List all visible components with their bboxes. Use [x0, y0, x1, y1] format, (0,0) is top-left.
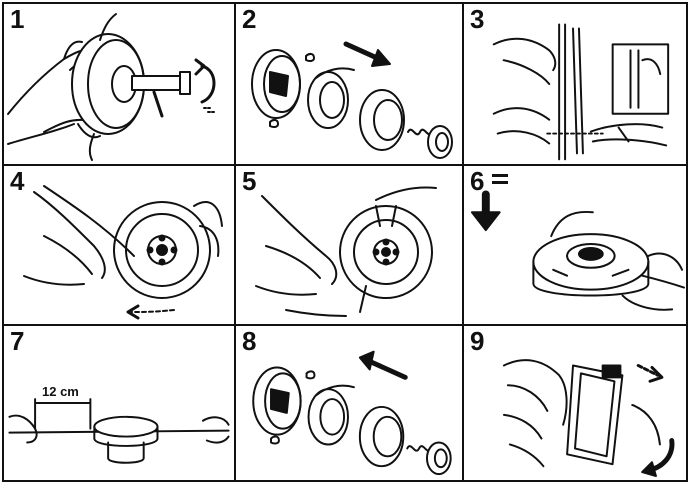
- step-number: 7: [10, 326, 25, 356]
- illustration-measure-line: [8, 398, 230, 464]
- illustration-cut-line: [492, 23, 670, 161]
- step-number: 8: [242, 326, 257, 356]
- step-number: 6: [470, 166, 485, 196]
- illustration-mount-head: [470, 190, 686, 311]
- illustration-exploded-spool: [251, 41, 453, 159]
- step-panel-1: 1: [4, 4, 236, 166]
- step-number: 2: [242, 4, 257, 34]
- step-number: 1: [10, 4, 25, 34]
- illustration-reassemble: [252, 350, 452, 476]
- step-panel-3: 3: [464, 4, 686, 166]
- step-panel-6: 6: [464, 166, 686, 326]
- measurement-label: 12 cm: [42, 384, 79, 399]
- step-panel-7: 7 12 cm: [4, 326, 236, 480]
- step-number: 4: [10, 166, 25, 196]
- step-panel-4: 4: [4, 166, 236, 326]
- step-panel-2: 2: [236, 4, 464, 166]
- step-panel-5: 5: [236, 166, 464, 326]
- step-number: 9: [470, 326, 485, 356]
- step-panel-8: 8: [236, 326, 464, 480]
- illustration-insert-line: [255, 186, 437, 317]
- equals-icon: [492, 174, 508, 186]
- step-panel-9: 9: [464, 326, 686, 480]
- illustration-tighten-knob: [502, 359, 675, 478]
- step-number: 5: [242, 166, 257, 196]
- illustration-remove-spool: [7, 13, 216, 161]
- step-number: 3: [470, 4, 485, 34]
- illustration-wind-line: [23, 185, 223, 320]
